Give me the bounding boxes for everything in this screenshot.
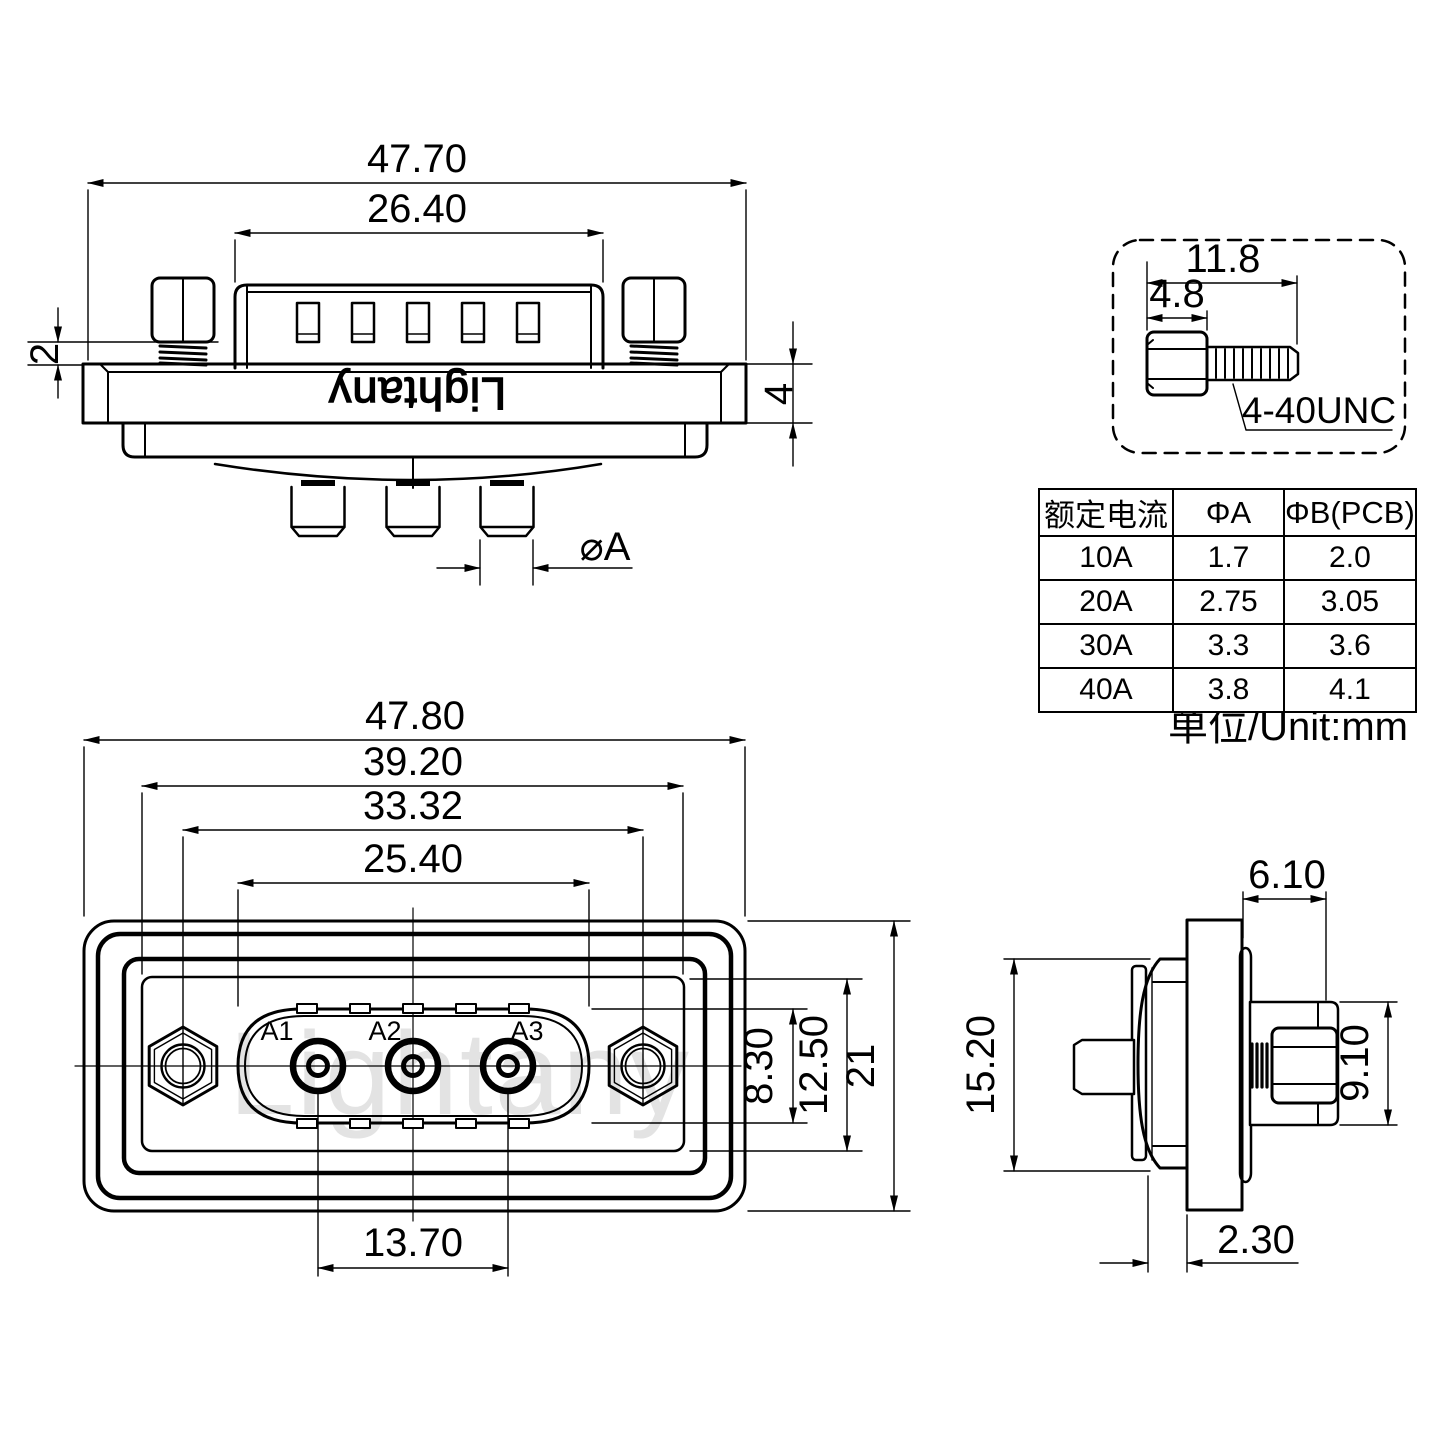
- cell-current: 10A: [1038, 535, 1174, 581]
- dsub-cutout: [236, 1003, 591, 1129]
- shell-body-top: [233, 283, 605, 370]
- contact-label-a1: A1: [260, 1016, 293, 1046]
- table-row: 10A 1.7 2.0: [1038, 535, 1417, 581]
- dim-panel-step: 2.30: [1099, 1175, 1299, 1273]
- col-header-phi-b-pcb: ΦB(PCB): [1283, 488, 1417, 537]
- dim-text-phiA: ⌀A: [580, 525, 631, 569]
- cell-phi-b: 2.0: [1283, 535, 1417, 581]
- dim-text-26-40: 26.40: [367, 187, 467, 231]
- dim-text-2: 2: [23, 343, 67, 365]
- cell-current: 30A: [1038, 623, 1174, 669]
- dim-screw-total-length: 11.8: [1146, 237, 1298, 345]
- contact-label-a3: A3: [510, 1016, 543, 1046]
- dim-cutout-height: 8.30: [591, 1008, 808, 1124]
- dim-mount-hole-spacing: 33.32: [182, 784, 644, 1106]
- cell-phi-b: 3.6: [1283, 623, 1417, 669]
- pin-seal: [301, 480, 335, 486]
- screw-thread-detail: [1205, 345, 1300, 382]
- dim-text-47-70: 47.70: [367, 137, 467, 181]
- contact-a2: A2: [368, 1016, 442, 1095]
- cell-phi-a: 2.75: [1172, 579, 1285, 625]
- contact-pin-side: [1072, 1038, 1136, 1096]
- left-thumbscrew: [150, 276, 216, 367]
- dim-flange-thickness: 4: [739, 321, 813, 467]
- dim-text-25-40: 25.40: [363, 837, 463, 881]
- thumbscrew-side: [1250, 1026, 1339, 1105]
- pin-seal: [396, 480, 430, 486]
- dim-text-4: 4: [757, 383, 801, 405]
- dim-text-8-30: 8.30: [737, 1027, 781, 1105]
- dim-text-33-32: 33.32: [363, 784, 463, 828]
- dim-text-47-80: 47.80: [365, 694, 465, 738]
- dim-overall-width-front: 47.80: [83, 694, 746, 917]
- dim-text-21: 21: [839, 1044, 883, 1089]
- col-header-rated-current: 额定电流: [1038, 488, 1174, 537]
- dim-text-11-8: 11.8: [1186, 237, 1261, 281]
- col-header-phi-a: ΦA: [1172, 488, 1285, 537]
- right-hex-nut: [607, 1025, 679, 1107]
- dim-text-13-70: 13.70: [363, 1221, 463, 1265]
- table-row: 40A 3.8 4.1: [1038, 667, 1417, 713]
- top-view: 47.70 26.40 2 4: [23, 137, 813, 586]
- dim-text-9-10: 9.10: [1333, 1024, 1377, 1102]
- cell-phi-a: 1.7: [1172, 535, 1285, 581]
- contact-a3: A3: [479, 1016, 544, 1095]
- cell-current: 20A: [1038, 579, 1174, 625]
- dim-pin-diameter: ⌀A: [436, 525, 633, 586]
- contact-label-a2: A2: [368, 1016, 401, 1046]
- side-view: 6.10: [959, 853, 1398, 1273]
- pin-seal: [490, 480, 524, 486]
- unit-note: 单位/Unit:mm: [1168, 705, 1408, 749]
- cell-current: 40A: [1038, 667, 1174, 713]
- table-row: 20A 2.75 3.05: [1038, 579, 1417, 625]
- dim-text-6-10: 6.10: [1248, 853, 1326, 897]
- retention-tabs: [296, 1003, 530, 1129]
- dim-boss-width: 39.20: [141, 740, 684, 975]
- screw-head-detail: [1145, 330, 1209, 397]
- screw-detail: 11.8 4.8 4-40UNC: [1111, 237, 1407, 455]
- dim-text-2-30: 2.30: [1217, 1218, 1295, 1262]
- dim-screw-protrusion: 6.10: [1242, 853, 1327, 1001]
- front-view: Lightany 47.80 39.20 33.32 25.40: [74, 694, 911, 1277]
- cell-phi-b: 3.05: [1283, 579, 1417, 625]
- dim-standoff-height: 9.10: [1333, 1001, 1398, 1126]
- contact-a1: A1: [260, 1016, 347, 1095]
- dim-overall-height: 21: [747, 920, 911, 1212]
- table-row: 30A 3.3 3.6: [1038, 623, 1417, 669]
- cell-phi-a: 3.3: [1172, 623, 1285, 669]
- dim-text-15-20: 15.20: [959, 1015, 1003, 1115]
- dim-screw-head-length: 4.8: [1146, 272, 1208, 331]
- left-hex-nut: [147, 1025, 219, 1107]
- dim-insert-height: 12.50: [689, 978, 863, 1152]
- shell-slots: [295, 301, 541, 344]
- spec-table: 额定电流 ΦA ΦB(PCB) 10A 1.7 2.0 20A 2.75 3.0…: [1038, 488, 1417, 713]
- dim-shell-width-top: 26.40: [234, 187, 604, 283]
- dim-cutout-width: 25.40: [237, 837, 590, 1007]
- thread-spec-callout: 4-40UNC: [1232, 383, 1396, 431]
- thread-spec-text: 4-40UNC: [1242, 390, 1396, 431]
- rear-body-top: [121, 421, 709, 489]
- right-thumbscrew: [621, 276, 687, 367]
- flange-side: [1185, 918, 1253, 1212]
- spec-table-header-row: 额定电流 ΦA ΦB(PCB): [1038, 488, 1417, 537]
- detail-boundary-box: [1111, 238, 1407, 455]
- dim-pin-span: 13.70: [317, 1091, 509, 1277]
- dim-shell-height: 15.20: [959, 958, 1151, 1172]
- brand-logo-engraving: Lightany: [328, 368, 506, 419]
- dim-text-39-20: 39.20: [363, 740, 463, 784]
- cell-phi-b: 4.1: [1283, 667, 1417, 713]
- solder-pins-top: [290, 480, 535, 538]
- flange-top: Lightany: [81, 362, 748, 425]
- dim-text-4-8: 4.8: [1149, 272, 1205, 316]
- cell-phi-a: 3.8: [1172, 667, 1285, 713]
- dim-overall-width-top: 47.70: [87, 137, 747, 361]
- dim-text-12-50: 12.50: [792, 1015, 836, 1115]
